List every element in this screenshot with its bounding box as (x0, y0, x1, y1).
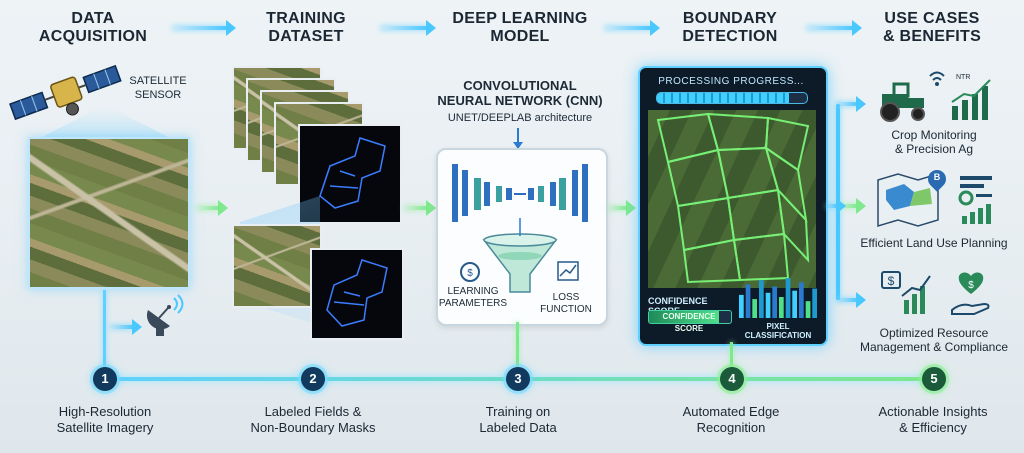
step-1-label: High-Resolution Satellite Imagery (56, 404, 154, 435)
finance-chart-icon: $ (881, 271, 931, 314)
unet-diagram: $ (452, 164, 588, 293)
stage-title-training: TRAINING DATASET (266, 10, 346, 45)
tractor-icon (880, 82, 925, 122)
step-1-marker: 1 (93, 367, 117, 391)
title-arrow-3 (604, 20, 660, 36)
training-image-bottom (232, 224, 322, 308)
title-arrow-4 (806, 20, 862, 36)
satellite-image (28, 137, 190, 289)
timeline-connector-3 (516, 322, 519, 368)
step-3-marker: 3 (506, 367, 530, 391)
timeline-connector-1 (103, 290, 106, 370)
cnn-title: CONVOLUTIONAL NEURAL NETWORK (CNN) (437, 78, 603, 108)
pixel-bar (785, 278, 791, 318)
pixel-bar (752, 299, 757, 318)
step-2-marker: 2 (301, 367, 325, 391)
pixel-classification-label: PIXEL CLASSIFICATION (744, 322, 812, 340)
boundary-mask-bottom (310, 248, 404, 340)
stage-title-model: DEEP LEARNING MODEL (452, 10, 588, 45)
flow-arrow-1 (196, 200, 228, 216)
pixel-bar (772, 286, 777, 318)
step-5-label: Actionable Insights & Efficiency (878, 404, 988, 435)
step-2-label: Labeled Fields & Non-Boundary Masks (250, 404, 376, 435)
pin-badge: B (933, 172, 941, 182)
pixel-bar (765, 292, 771, 318)
confidence-bar-label: CONFIDENCE SCORE (662, 312, 716, 333)
cnn-input-arrowhead (513, 142, 523, 149)
branch-arrow-2 (836, 198, 866, 214)
step-4-marker: 4 (720, 367, 744, 391)
timeline-connector-4 (730, 342, 733, 368)
stage-title-acquisition: DATA ACQUISITION (38, 10, 148, 45)
flow-arrow-2 (404, 200, 436, 216)
pixel-bar (799, 282, 804, 318)
pixel-bar (759, 280, 764, 318)
pixel-bar (779, 297, 784, 318)
planning-chart-icon (958, 176, 992, 224)
cnn-subtitle: UNET/DEEPLAB architecture (447, 112, 593, 124)
progress-title: PROCESSING PROGRESS... (658, 76, 804, 87)
flow-arrow-4 (826, 198, 846, 214)
branch-arrow-3 (836, 292, 866, 308)
title-arrow-1 (172, 20, 236, 36)
pixel-classification-chart (739, 278, 817, 318)
ground-arrow (110, 319, 142, 335)
boundary-mask-top (298, 124, 402, 224)
satellite-sensor-label: SATELLITE SENSOR (129, 75, 187, 101)
learning-parameters-label: LEARNING PARAMETERS (438, 286, 508, 309)
progress-fill (657, 93, 789, 103)
wifi-icon (929, 71, 945, 86)
svg-text:$: $ (968, 280, 974, 291)
flow-arrow-3 (608, 200, 636, 216)
loss-function-label: LOSS FUNCTION (540, 292, 592, 315)
svg-text:$: $ (467, 268, 473, 279)
cnn-input-arrow (517, 128, 519, 144)
pixel-bar (812, 288, 817, 318)
land-map-icon (877, 172, 939, 228)
pixel-bar (745, 284, 751, 318)
step-4-label: Automated Edge Recognition (682, 404, 780, 435)
satellite-icon (9, 64, 122, 121)
use-case-land-planning: Efficient Land Use Planning (860, 236, 1008, 250)
pixel-bar (739, 294, 744, 318)
detected-fields-map (648, 110, 816, 288)
ntr-badge: NTR (956, 74, 971, 81)
stage-title-use-cases: USE CASES & BENEFITS (882, 10, 982, 45)
progress-track (656, 92, 808, 104)
branch-arrow-1 (836, 96, 866, 112)
confidence-fill (649, 311, 719, 323)
use-case-resource-management: Optimized Resource Management & Complian… (859, 326, 1009, 354)
pixel-bar (792, 290, 797, 318)
step-5-marker: 5 (922, 367, 946, 391)
svg-text:$: $ (888, 274, 895, 288)
growth-chart-icon (951, 79, 991, 120)
pixel-bar (805, 301, 811, 318)
stage-title-detection: BOUNDARY DETECTION (682, 10, 778, 45)
step-3-label: Training on Labeled Data (479, 404, 557, 435)
ground-antenna-icon (146, 294, 184, 336)
title-arrow-2 (380, 20, 436, 36)
hand-heart-icon: $ (951, 272, 990, 315)
confidence-track (648, 310, 732, 324)
use-case-crop-monitoring: Crop Monitoring & Precision Ag (891, 128, 977, 156)
